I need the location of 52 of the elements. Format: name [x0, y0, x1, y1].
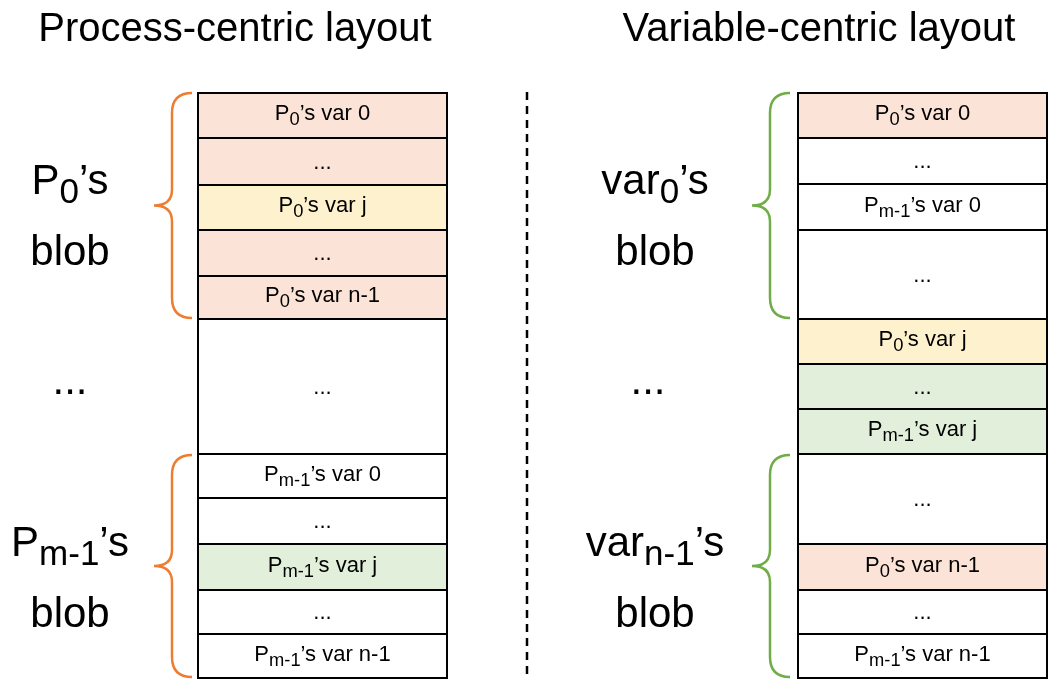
- cell-text: P$_{m-1}$’s var j: [867, 416, 978, 447]
- cell-text: P$_{m-1}$’s var n-1: [254, 640, 391, 672]
- memory-cell: [197, 229, 448, 277]
- memory-cell: [197, 633, 448, 679]
- memory-cell: [797, 408, 1048, 455]
- cell-text: P$_{0}$’s var n-1: [265, 282, 380, 313]
- memory-cell: [797, 589, 1048, 635]
- memory-cell: [197, 497, 448, 545]
- memory-cell: [797, 543, 1048, 591]
- cell-text: P$_{m-1}$’s var j: [267, 551, 378, 583]
- cell-text: ...: [913, 599, 932, 625]
- cell-text: ...: [313, 508, 332, 534]
- memory-cell: [197, 318, 448, 455]
- memory-cell: [197, 92, 448, 139]
- cell-text: ...: [313, 148, 332, 175]
- memory-cell: [797, 183, 1048, 231]
- ellipsis: ...: [629, 355, 667, 405]
- memory-cell: [797, 363, 1048, 410]
- cell-text: ...: [913, 148, 932, 174]
- column-heading: Process-centric layout: [37, 4, 433, 51]
- memory-cell: [197, 543, 448, 591]
- cell-text: P$_{0}$’s var 0: [274, 100, 371, 131]
- blob-label: P$_{0}$’s blob: [29, 155, 111, 277]
- cell-text: P$_{0}$’s var 0: [874, 100, 971, 131]
- memory-cell: [197, 453, 448, 499]
- cell-text: P$_{0}$’s var j: [278, 192, 367, 223]
- memory-cell: [797, 137, 1048, 185]
- memory-cell: [197, 589, 448, 635]
- column-heading: Variable-centric layout: [621, 4, 1017, 51]
- cell-text: ...: [913, 261, 932, 288]
- memory-cell: [797, 229, 1048, 320]
- cell-text: ...: [313, 373, 332, 400]
- ellipsis: ...: [51, 355, 89, 405]
- blob-label: var$_{0}$’s blob: [600, 155, 710, 277]
- cell-text: ...: [913, 486, 932, 512]
- blob-label: P$_{m-1}$’s blob: [10, 517, 130, 639]
- cell-text: P$_{m-1}$’s var 0: [264, 460, 381, 492]
- blob-label: var$_{n-1}$’s blob: [584, 517, 726, 639]
- memory-cell: [197, 275, 448, 320]
- memory-cell: [797, 633, 1048, 679]
- memory-cell: [197, 137, 448, 186]
- cell-text: ...: [313, 240, 332, 266]
- cell-text: ...: [313, 599, 332, 625]
- cell-text: P$_{m-1}$’s var n-1: [854, 640, 991, 672]
- cell-text: ...: [913, 373, 932, 400]
- cell-text: P$_{m-1}$’s var 0: [864, 191, 981, 223]
- memory-cell: [797, 453, 1048, 545]
- memory-cell: [797, 318, 1048, 365]
- cell-text: P$_{0}$’s var n-1: [865, 551, 980, 583]
- cell-text: P$_{0}$’s var j: [878, 326, 967, 357]
- memory-cell: [197, 184, 448, 231]
- memory-cell: [797, 92, 1048, 139]
